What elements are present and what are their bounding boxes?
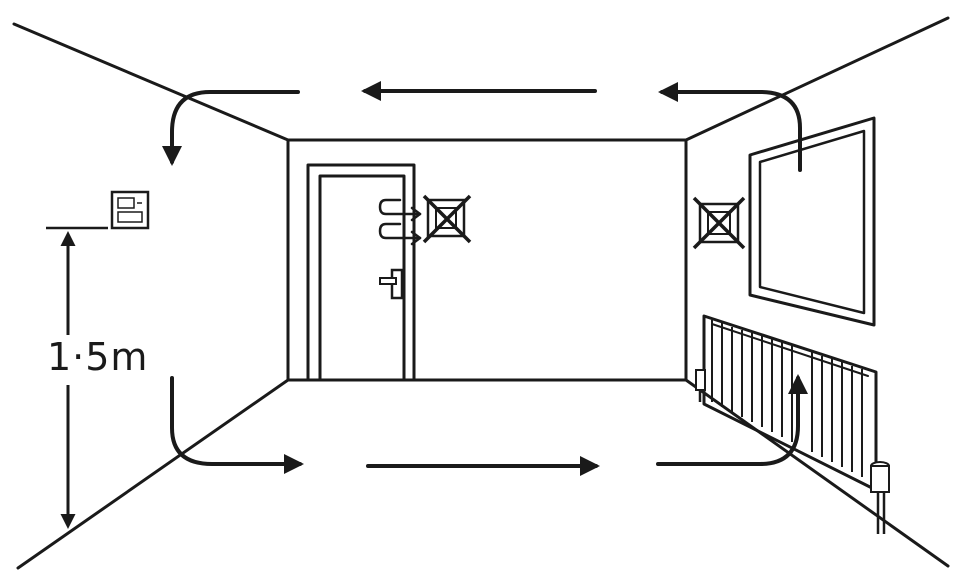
thermostat-icon: [110, 190, 150, 230]
thermostatic-valve-icon: [870, 461, 890, 534]
door-handle-icon: [379, 268, 404, 300]
door: [306, 163, 422, 382]
airflow-arrows: [162, 81, 808, 476]
radiator: [695, 314, 890, 534]
crossed-box-door-icon: [422, 194, 472, 244]
airflow-arrow-down-left: [162, 90, 300, 166]
door-seal-arrows-icon: [378, 198, 422, 246]
radiator-valve-icon: [695, 369, 706, 402]
room-outline: [12, 16, 950, 570]
airflow-arrow-up-radiator: [656, 374, 808, 466]
height-label: 1·5m: [47, 335, 149, 379]
airflow-arrow-up-right: [658, 82, 802, 172]
crossed-box-window-icon: [692, 196, 746, 250]
window: [748, 116, 876, 327]
height-dimension: [46, 226, 108, 529]
airflow-arrow-floor-left: [170, 376, 304, 474]
